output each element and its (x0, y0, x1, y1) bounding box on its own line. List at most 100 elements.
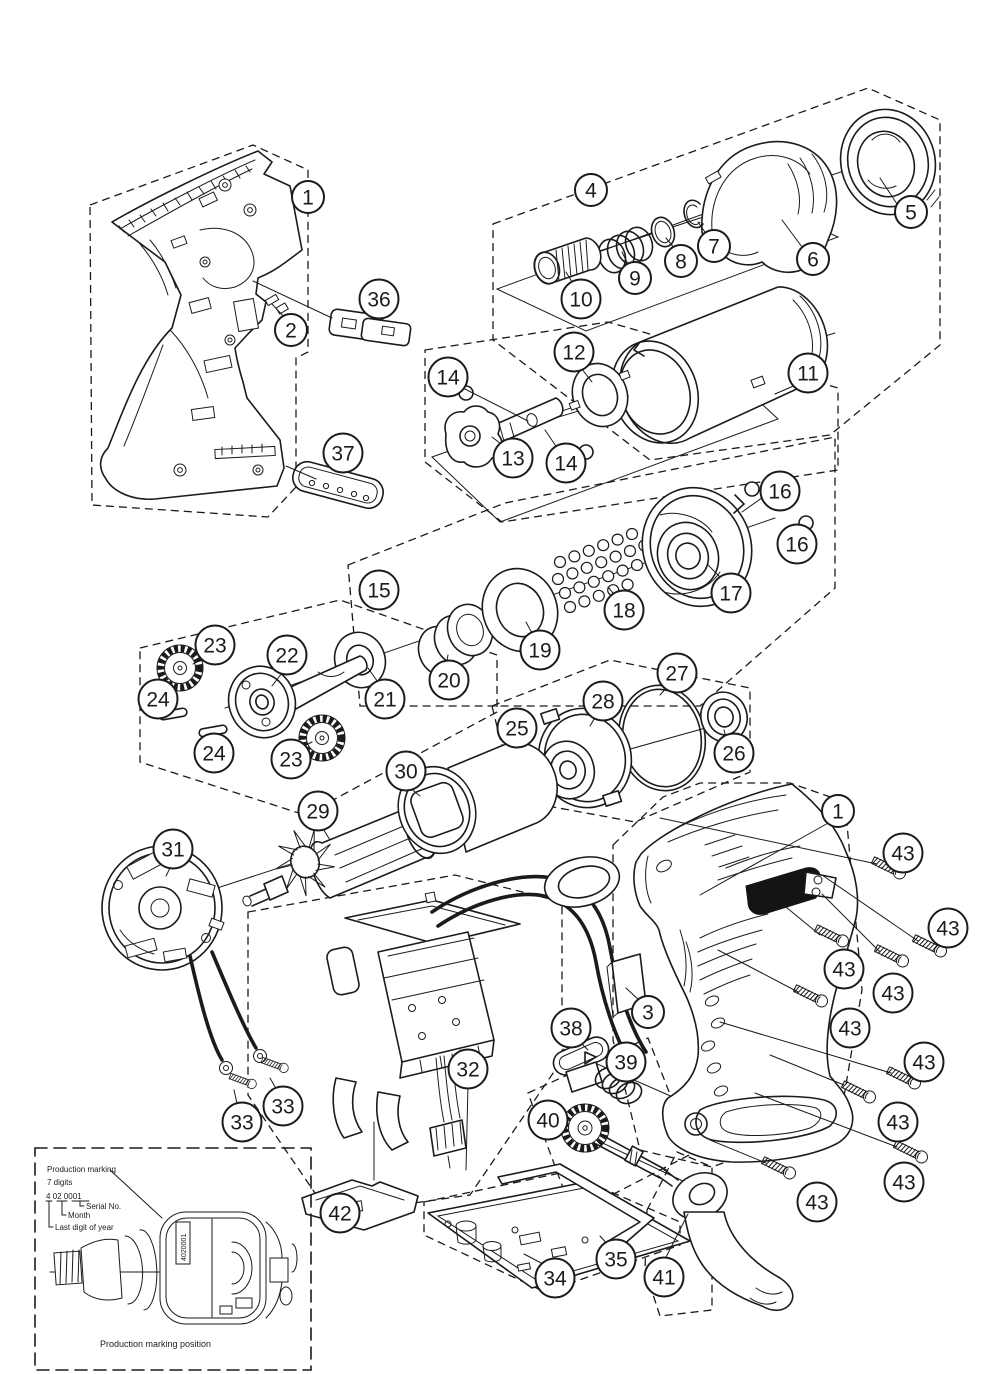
callout-10: 10 (560, 278, 602, 320)
inset-annotations: Production marking 7 digits 4 02 0001 Se… (45, 1165, 211, 1349)
svg-text:3: 3 (642, 1002, 654, 1025)
svg-text:28: 28 (591, 691, 614, 714)
part-flanged-ring-12 (568, 362, 631, 428)
svg-text:33: 33 (271, 1096, 294, 1119)
callout-14: 14 (427, 356, 469, 398)
callout-34: 34 (534, 1257, 576, 1299)
svg-text:10: 10 (569, 289, 592, 312)
svg-text:43: 43 (891, 843, 914, 866)
svg-text:38: 38 (559, 1018, 582, 1041)
callout-32: 32 (447, 1048, 489, 1090)
callout-41: 41 (643, 1256, 685, 1298)
inset-digits-label: 7 digits (47, 1178, 72, 1187)
svg-text:43: 43 (892, 1172, 915, 1195)
svg-text:13: 13 (501, 448, 524, 471)
part-switch-assembly-32 (326, 856, 648, 1169)
callout-43: 43 (927, 907, 969, 949)
svg-text:36: 36 (367, 289, 390, 312)
callout-18: 18 (603, 589, 645, 631)
svg-text:27: 27 (665, 663, 688, 686)
svg-text:23: 23 (279, 749, 302, 772)
svg-text:43: 43 (881, 983, 904, 1006)
callout-43: 43 (877, 1101, 919, 1143)
callout-43: 43 (883, 1161, 925, 1203)
callout-35: 35 (595, 1238, 637, 1280)
callout-33: 33 (262, 1085, 304, 1127)
part-belt-hook-41 (672, 1172, 794, 1312)
svg-text:33: 33 (230, 1112, 253, 1135)
callout-24: 24 (193, 732, 235, 774)
callout-23: 23 (270, 738, 312, 780)
svg-text:12: 12 (562, 342, 585, 365)
svg-text:25: 25 (505, 718, 528, 741)
svg-text:17: 17 (719, 583, 742, 606)
svg-text:22: 22 (275, 645, 298, 668)
svg-text:14: 14 (554, 453, 578, 476)
svg-text:42: 42 (328, 1203, 351, 1226)
callout-39: 39 (605, 1041, 647, 1083)
part-housing-left-half (99, 150, 303, 500)
svg-text:2: 2 (285, 320, 297, 343)
inset-marking-label: Production marking (47, 1165, 116, 1174)
svg-text:31: 31 (161, 839, 184, 862)
svg-text:20: 20 (437, 670, 460, 693)
svg-text:29: 29 (306, 801, 329, 824)
callout-23: 23 (194, 624, 236, 666)
callout-43: 43 (829, 1007, 871, 1049)
svg-text:34: 34 (543, 1268, 567, 1291)
inset-month-label: Month (68, 1211, 90, 1220)
callout-1: 1 (821, 794, 855, 828)
callout-28: 28 (582, 680, 624, 722)
svg-text:39: 39 (614, 1052, 637, 1075)
callout-43: 43 (872, 972, 914, 1014)
svg-text:8: 8 (675, 251, 687, 274)
part-ring-cap-5 (839, 108, 940, 216)
inset-serial-label: Serial No. (86, 1202, 121, 1211)
svg-text:1: 1 (832, 801, 844, 824)
callout-7: 7 (697, 229, 731, 263)
part-spindle-22 (227, 655, 368, 739)
part-c-ring-7 (683, 199, 704, 229)
inset-example-code: 4 02 0001 (46, 1192, 82, 1201)
svg-text:1: 1 (302, 187, 314, 210)
callout-13: 13 (492, 437, 534, 479)
part-contact-piece (264, 293, 290, 315)
callout-43: 43 (823, 948, 865, 990)
callout-12: 12 (553, 331, 595, 373)
svg-text:43: 43 (832, 959, 855, 982)
callout-43: 43 (882, 832, 924, 874)
svg-text:21: 21 (373, 689, 396, 712)
part-steel-balls-cluster-18 (551, 527, 651, 614)
callout-25: 25 (496, 707, 538, 749)
svg-text:23: 23 (203, 635, 226, 658)
callout-16: 16 (759, 470, 801, 512)
callout-1: 1 (291, 180, 325, 214)
part-gear-23-lower (298, 714, 346, 762)
svg-text:6: 6 (807, 249, 819, 272)
svg-text:5: 5 (905, 202, 917, 225)
svg-text:43: 43 (886, 1112, 909, 1135)
part-spring-pack-20 (417, 603, 494, 677)
callout-21: 21 (364, 678, 406, 720)
inset-year-label: Last digit of year (55, 1223, 114, 1232)
part-gear-23-upper (156, 644, 204, 692)
callout-31: 31 (152, 828, 194, 870)
part-threaded-bushing-10 (533, 237, 602, 285)
callout-19: 19 (519, 629, 561, 671)
callout-38: 38 (550, 1007, 592, 1049)
svg-text:43: 43 (805, 1192, 828, 1215)
callout-40: 40 (527, 1099, 569, 1141)
part-fr-button-38 (552, 1036, 610, 1093)
callout-26: 26 (713, 732, 755, 774)
svg-text:30: 30 (394, 761, 417, 784)
svg-text:32: 32 (456, 1059, 479, 1082)
svg-text:15: 15 (367, 580, 390, 603)
part-gear-40 (560, 1103, 679, 1187)
callout-43: 43 (796, 1181, 838, 1223)
callout-16: 16 (776, 523, 818, 565)
svg-text:40: 40 (536, 1110, 559, 1133)
inset-production-marking: 4020001 Production marking 7 digits 4 02… (34, 1147, 312, 1371)
callout-33: 33 (221, 1101, 263, 1143)
svg-text:9: 9 (629, 268, 641, 291)
callout-20: 20 (428, 659, 470, 701)
